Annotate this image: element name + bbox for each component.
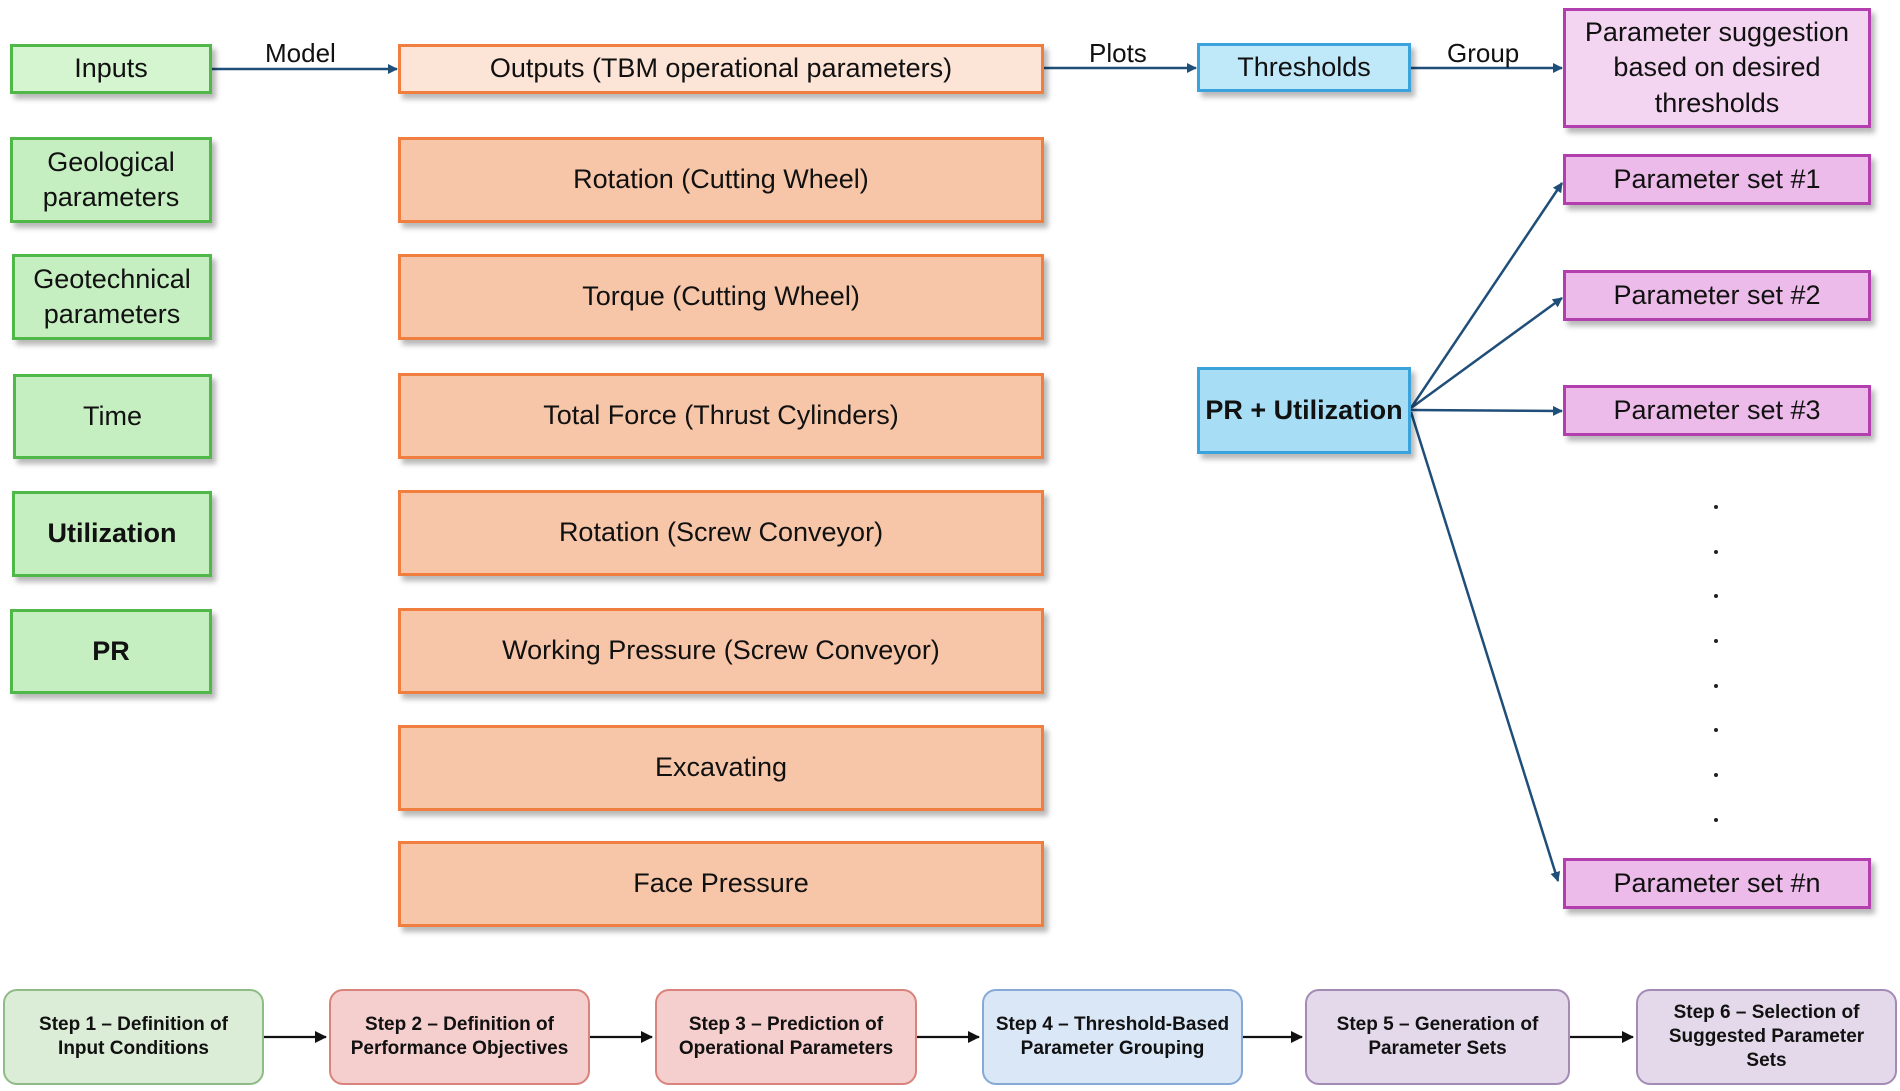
thresholds-box: Thresholds — [1197, 43, 1411, 92]
output-label: Total Force (Thrust Cylinders) — [543, 400, 899, 431]
output-label: Rotation (Screw Conveyor) — [558, 517, 884, 548]
pr-utilization-label: PR + Utilization — [1205, 394, 1403, 425]
step-2: Step 2 – Definition of Performance Objec… — [329, 989, 590, 1085]
output-label: Face Pressure — [633, 868, 809, 899]
inputs-header-label: Inputs — [74, 53, 148, 84]
input-geotechnical: Geotechnical parameters — [12, 254, 212, 340]
step-4: Step 4 – Threshold-Based Parameter Group… — [982, 989, 1243, 1085]
parameter-set-label: Parameter set #3 — [1613, 394, 1821, 425]
step-label: Step 2 – Definition of Performance Objec… — [350, 1014, 569, 1059]
input-label: Utilization — [47, 518, 177, 549]
arrow-to-set-2 — [1410, 296, 1563, 410]
step-1: Step 1 – Definition of Input Conditions — [3, 989, 264, 1085]
input-label: Geotechnical parameters — [33, 263, 191, 329]
step-label: Step 3 – Prediction of Operational Param… — [678, 1014, 894, 1059]
pr-utilization-box: PR + Utilization — [1197, 367, 1411, 454]
output-torque-cutting-wheel: Torque (Cutting Wheel) — [398, 254, 1044, 340]
output-working-pressure: Working Pressure (Screw Conveyor) — [398, 608, 1044, 694]
step-3: Step 3 – Prediction of Operational Param… — [655, 989, 917, 1085]
arrow-to-set-3 — [1410, 405, 1563, 416]
parameter-set-label: Parameter set #n — [1613, 867, 1821, 898]
output-face-pressure: Face Pressure — [398, 841, 1044, 927]
parameter-set-2: Parameter set #2 — [1563, 270, 1871, 321]
input-label: Geological parameters — [42, 146, 180, 212]
output-label: Torque (Cutting Wheel) — [582, 281, 860, 312]
step-5: Step 5 – Generation of Parameter Sets — [1305, 989, 1570, 1085]
parameter-set-1: Parameter set #1 — [1563, 154, 1871, 205]
input-time: Time — [13, 374, 212, 459]
plots-label: Plots — [1089, 38, 1147, 68]
parameter-set-n: Parameter set #n — [1563, 858, 1871, 909]
inputs-header: Inputs — [10, 44, 212, 94]
thresholds-label: Thresholds — [1237, 51, 1371, 82]
suggestion-box: Parameter suggestion based on desired th… — [1563, 8, 1871, 128]
arrow-to-set-n — [1409, 411, 1561, 882]
outputs-header-label: Outputs (TBM operational parameters) — [489, 53, 953, 84]
parameter-set-label: Parameter set #2 — [1613, 279, 1821, 310]
parameter-set-3: Parameter set #3 — [1563, 385, 1871, 436]
step-label: Step 5 – Generation of Parameter Sets — [1336, 1014, 1539, 1059]
input-utilization: Utilization — [12, 491, 212, 577]
outputs-header: Outputs (TBM operational parameters) — [398, 44, 1044, 94]
input-geological: Geological parameters — [10, 137, 212, 223]
input-pr: PR — [10, 609, 212, 694]
model-label: Model — [265, 38, 336, 68]
group-label: Group — [1447, 38, 1520, 68]
input-label: Time — [83, 400, 142, 431]
input-label: PR — [92, 635, 130, 666]
output-rotation-cutting-wheel: Rotation (Cutting Wheel) — [398, 137, 1044, 223]
output-total-force: Total Force (Thrust Cylinders) — [398, 373, 1044, 459]
output-label: Rotation (Cutting Wheel) — [573, 164, 869, 195]
output-label: Working Pressure (Screw Conveyor) — [502, 635, 940, 666]
suggestion-label: Parameter suggestion based on desired th… — [1584, 17, 1850, 118]
output-label: Excavating — [654, 752, 788, 783]
parameter-set-label: Parameter set #1 — [1613, 163, 1821, 194]
step-6: Step 6 – Selection of Suggested Paramete… — [1636, 989, 1897, 1085]
step-label: Step 6 – Selection of Suggested Paramete… — [1668, 1002, 1865, 1071]
step-label: Step 1 – Definition of Input Conditions — [39, 1014, 228, 1059]
output-rotation-screw-conveyor: Rotation (Screw Conveyor) — [398, 490, 1044, 576]
arrow-to-set-1 — [1409, 182, 1564, 409]
step-label: Step 4 – Threshold-Based Parameter Group… — [995, 1014, 1230, 1059]
output-excavating: Excavating — [398, 725, 1044, 811]
